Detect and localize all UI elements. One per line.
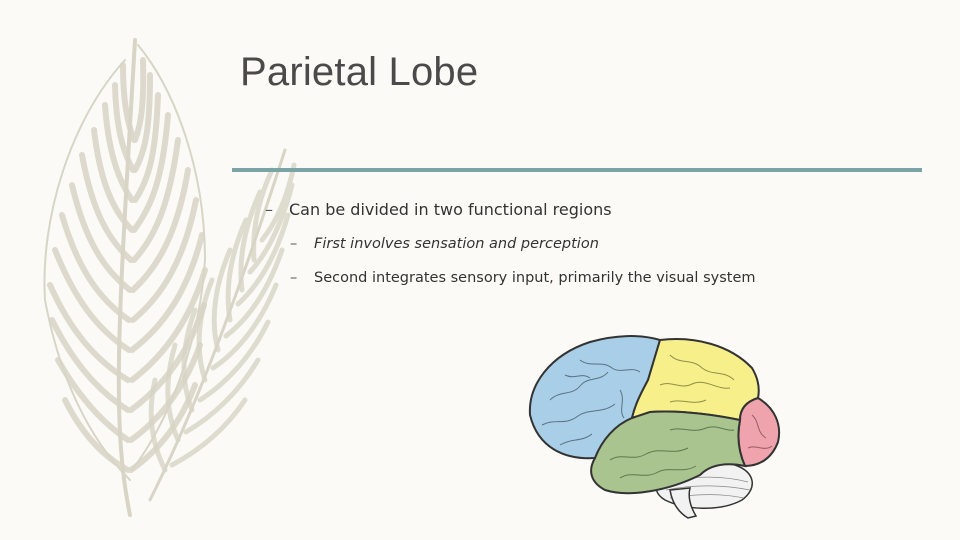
sub-bullet-text: First involves sensation and perception [314,236,599,252]
sub-bullet-dash: – [290,270,298,286]
sub-bullet-text: Second integrates sensory input, primari… [314,270,756,286]
feather-illustration [43,38,297,517]
bullet-text: Can be divided in two functional regions [289,200,612,219]
brain-stem [669,487,698,519]
title-divider [232,168,922,172]
sub-bullet-dash: – [290,236,298,252]
temporal-lobe [590,410,747,495]
occipital-lobe [737,396,780,468]
bullet-item: – Can be divided in two functional regio… [265,198,925,222]
sub-bullet-item: – First involves sensation and perceptio… [265,233,925,255]
brain-lobes-illustration [528,335,780,519]
slide-title: Parietal Lobe [240,50,479,94]
bullet-dash: – [265,200,273,219]
sub-bullet-item: – Second integrates sensory input, prima… [265,267,925,289]
bullet-list: – Can be divided in two functional regio… [265,198,925,289]
